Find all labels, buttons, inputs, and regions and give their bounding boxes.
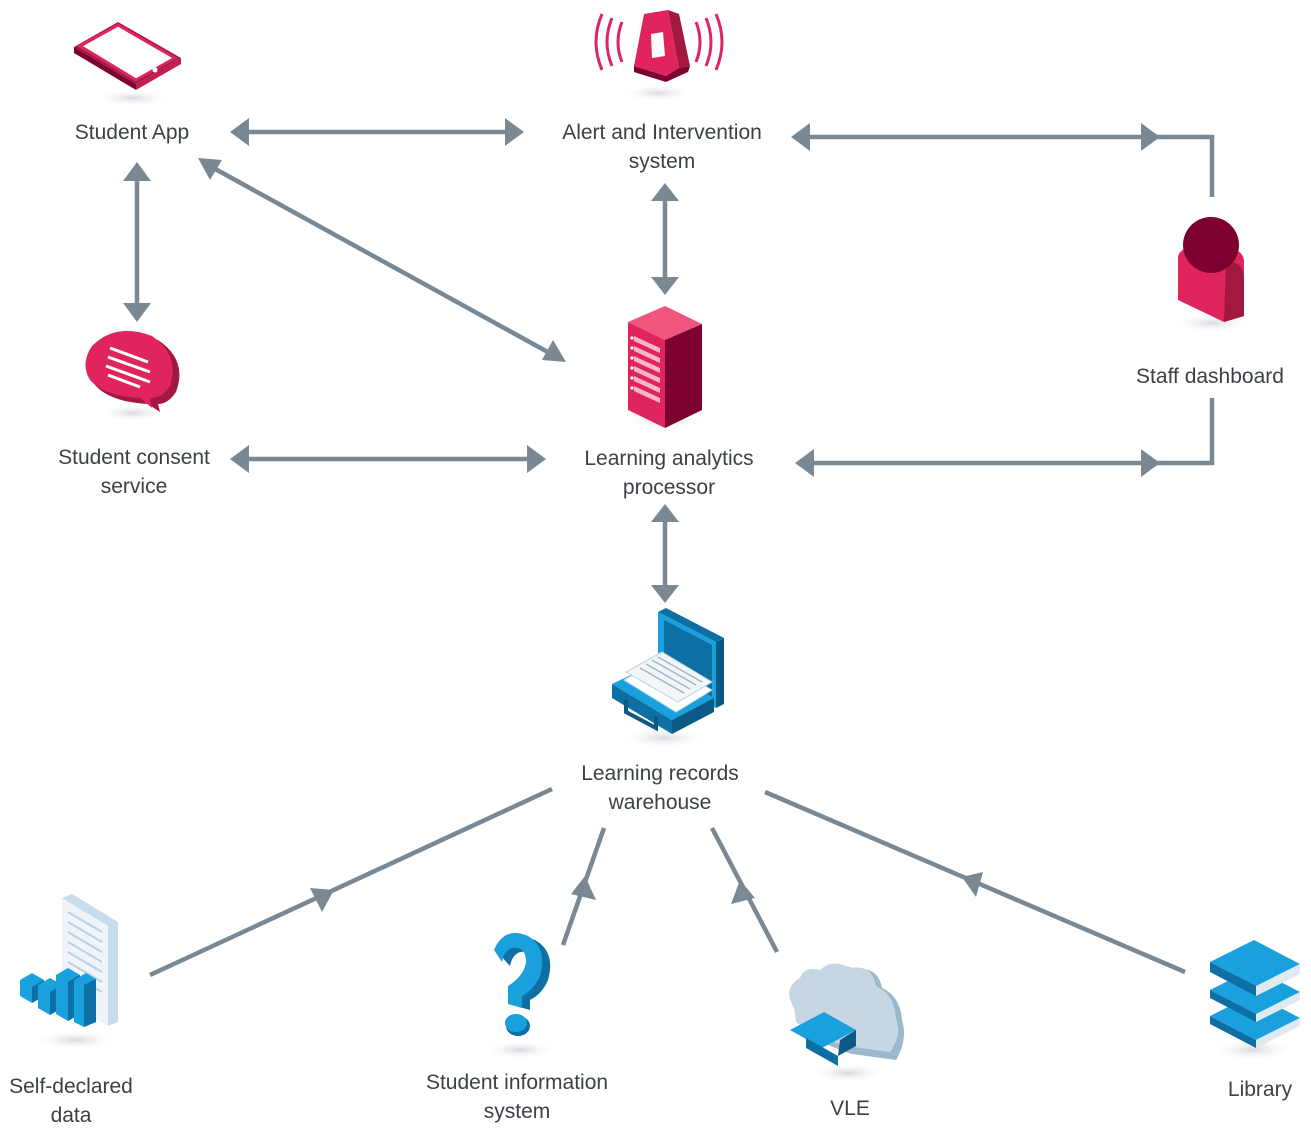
arrowhead <box>1141 449 1160 477</box>
student-app-label: Student App <box>32 118 232 147</box>
tablet-icon <box>74 22 181 107</box>
node-label-line: VLE <box>830 1097 870 1120</box>
arrowhead <box>542 340 566 362</box>
node-label-line: Alert and Intervention <box>562 121 762 144</box>
node-label-line: Self-declared <box>9 1075 133 1098</box>
node-label-line: Student information <box>425 1071 609 1094</box>
node-label-line: warehouse <box>608 791 712 814</box>
books-icon <box>1209 940 1300 1061</box>
arrowhead <box>505 118 524 146</box>
analytics-processor-label: Learning analytics processor <box>554 444 784 502</box>
node-label-line: Library <box>1227 1078 1293 1101</box>
arrowhead <box>651 277 679 295</box>
arrowhead <box>198 158 222 180</box>
arrowhead <box>962 872 983 897</box>
arrowhead <box>791 123 810 151</box>
arrowhead <box>651 183 679 201</box>
staff-dashboard-label: Staff dashboard <box>1110 362 1310 391</box>
student-info-system-label: Student information system <box>410 1068 624 1126</box>
server-icon <box>623 306 707 431</box>
question-mark-icon <box>482 933 558 1060</box>
connector-staff-alert <box>800 134 1215 197</box>
node-label-line: processor <box>622 476 716 499</box>
arrowhead <box>123 162 151 181</box>
connector-staff-processor <box>805 398 1215 466</box>
person-icon <box>1172 217 1252 333</box>
records-warehouse-label: Learning records warehouse <box>550 759 770 817</box>
node-label-line: system <box>628 150 696 173</box>
alarm-icon <box>594 10 724 102</box>
node-label-line: Learning records <box>581 762 739 785</box>
self-declared-label: Self-declared data <box>0 1072 142 1130</box>
arrowhead <box>731 880 755 904</box>
node-label-line: data <box>50 1104 92 1127</box>
connector-processor-app <box>206 163 557 358</box>
arrowhead <box>230 118 249 146</box>
arrowhead <box>651 585 679 603</box>
cloud-graduation-icon <box>789 963 904 1083</box>
connector-selfdeclared-warehouse <box>149 786 553 978</box>
vle-label: VLE <box>800 1094 900 1123</box>
arrowhead <box>1141 123 1160 151</box>
briefcase-icon <box>612 608 724 749</box>
arrowhead <box>230 445 249 473</box>
document-chart-icon <box>20 894 118 1050</box>
arrowhead <box>527 445 546 473</box>
node-label-line: service <box>100 475 168 498</box>
node-label-line: Student consent <box>58 446 210 469</box>
arrowhead <box>571 876 596 900</box>
arrowhead <box>651 504 679 522</box>
alert-system-label: Alert and Intervention system <box>530 118 794 176</box>
consent-service-label: Student consent service <box>34 443 234 501</box>
node-label-line: Student App <box>74 121 190 144</box>
speech-bubble-icon <box>85 330 180 422</box>
node-label-line: Staff dashboard <box>1136 365 1284 388</box>
arrowhead <box>310 888 334 912</box>
node-label-line: system <box>483 1100 551 1123</box>
arrowhead <box>795 449 814 477</box>
library-label: Library <box>1200 1075 1311 1104</box>
arrowhead <box>123 303 151 322</box>
node-label-line: Learning analytics <box>584 447 754 470</box>
